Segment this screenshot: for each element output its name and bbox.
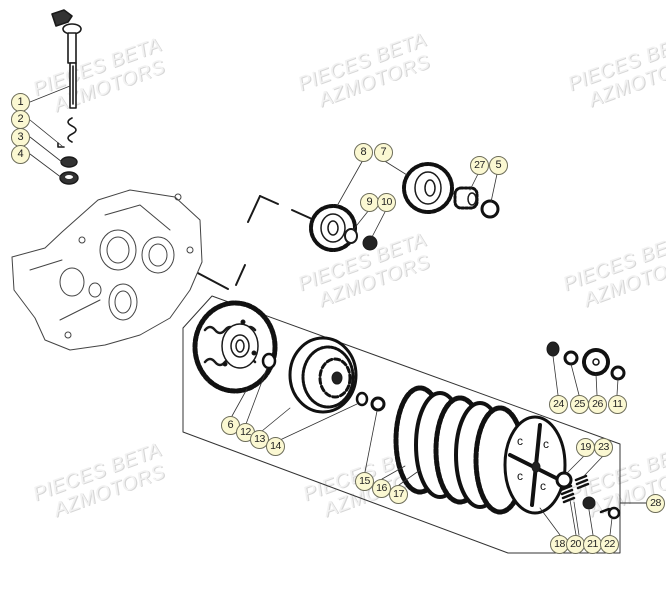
- svg-text:c: c: [540, 479, 546, 493]
- callout-14[interactable]: 14: [266, 437, 285, 456]
- callout-17[interactable]: 17: [389, 485, 408, 504]
- callout-2[interactable]: 2: [11, 110, 30, 129]
- nut-24-part: [546, 341, 560, 357]
- svg-text:c: c: [517, 434, 523, 448]
- callout-leaders-pack: [364, 410, 613, 536]
- washer-21-part: [582, 496, 596, 510]
- callout-13[interactable]: 13: [250, 430, 269, 449]
- callout-23[interactable]: 23: [594, 438, 613, 457]
- callout-leaders-right: [552, 355, 619, 396]
- callout-28[interactable]: 28: [646, 494, 665, 513]
- callout-19[interactable]: 19: [576, 438, 595, 457]
- pressure-plate-18-part: c c c c: [503, 415, 567, 515]
- washer-part: [60, 156, 78, 168]
- callout-27[interactable]: 27: [470, 156, 489, 175]
- clutch-hub-13-part: [288, 336, 358, 414]
- spring-part: [57, 117, 77, 148]
- gear-26-part: [582, 348, 610, 376]
- callout-4[interactable]: 4: [11, 145, 30, 164]
- pinion-27-part: [453, 186, 479, 210]
- callout-leaders-gears: [336, 159, 498, 238]
- nut-15-part: [370, 396, 386, 412]
- callout-11[interactable]: 11: [608, 395, 627, 414]
- callout-25[interactable]: 25: [570, 395, 589, 414]
- bearing-11-part: [610, 365, 626, 381]
- callout-24[interactable]: 24: [549, 395, 568, 414]
- callout-leaders-basket: [231, 367, 358, 441]
- kick-shaft-part: [51, 9, 82, 109]
- nut-10-part: [362, 235, 378, 251]
- callout-7[interactable]: 7: [374, 143, 393, 162]
- assembly-frame-outline: [182, 295, 621, 554]
- spring-20-part: [559, 484, 576, 504]
- bushing-12-part: [261, 352, 277, 370]
- callout-26[interactable]: 26: [588, 395, 607, 414]
- svg-text:c: c: [517, 469, 523, 483]
- callout-5[interactable]: 5: [489, 156, 508, 175]
- washer-25-part: [563, 350, 579, 366]
- nut-5-part: [480, 199, 500, 219]
- crankcase-part: [11, 189, 203, 351]
- callout-9[interactable]: 9: [360, 193, 379, 212]
- clutch-basket-6-part: [192, 300, 278, 394]
- callout-8[interactable]: 8: [354, 143, 373, 162]
- bearing-19-part: [555, 471, 573, 489]
- screw-22-part: [599, 506, 621, 520]
- clutch-discs-part: [393, 385, 527, 515]
- washer-14-part: [355, 391, 369, 407]
- callout-10[interactable]: 10: [377, 193, 396, 212]
- callout-leaders-left: [29, 85, 71, 179]
- callout-22[interactable]: 22: [600, 535, 619, 554]
- spring-23-part: [574, 474, 590, 490]
- gear-7-part: [402, 162, 454, 214]
- bushing-9-part: [344, 228, 358, 244]
- svg-text:c: c: [543, 437, 549, 451]
